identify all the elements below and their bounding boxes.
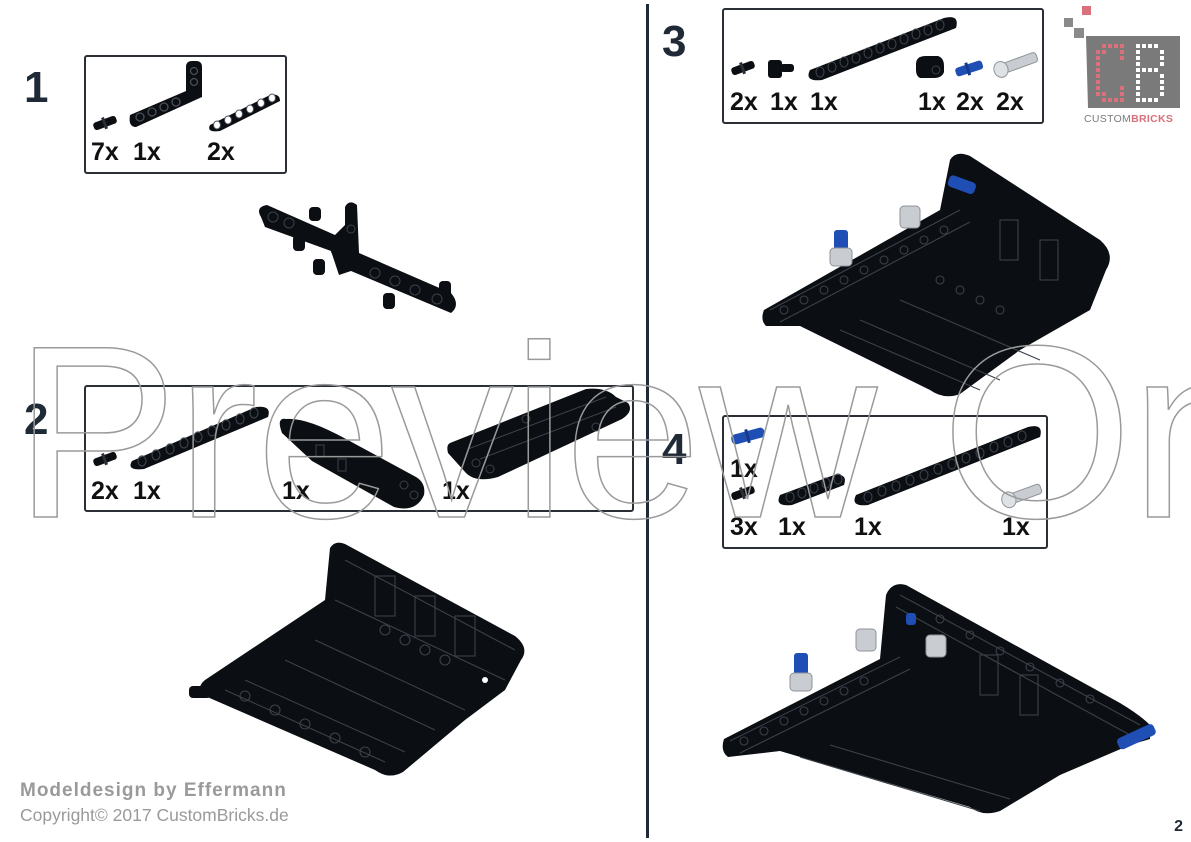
step-3-number: 3 <box>662 17 687 66</box>
frame-black-icon <box>447 388 630 480</box>
step-3-qty-pin-grey: 2x <box>996 88 1024 116</box>
pin-black-icon <box>93 451 117 467</box>
beam-11-black-icon <box>808 17 957 81</box>
step-3-parts-box: 2x 1x 1x 1x 2x 2x <box>722 8 1044 124</box>
step-1-qty-pin: 7x <box>91 138 119 166</box>
step-2-qty-beam: 1x <box>133 477 161 505</box>
step-4-qty-pin: 3x <box>730 513 758 541</box>
page-divider <box>646 4 649 838</box>
copyright-notice: Copyright© 2017 CustomBricks.de <box>20 805 289 825</box>
step-3-qty-cross-block: 1x <box>918 88 946 116</box>
panel-black-icon <box>279 418 425 509</box>
beam-5-black-icon <box>778 473 845 506</box>
modeldesign-credit: Modeldesign by Effermann <box>20 780 287 801</box>
cross-block-black-icon <box>916 56 944 78</box>
step-2-qty-pin: 2x <box>91 477 119 505</box>
step-4-qty-beam-5: 1x <box>778 513 806 541</box>
step-2-qty-panel: 1x <box>282 477 310 505</box>
pin-black-icon <box>731 60 755 76</box>
logo-brand-text: CUSTOMBRICKS <box>1084 113 1173 125</box>
pin-grey-icon <box>1001 483 1043 509</box>
step-3-qty-beam: 1x <box>810 88 838 116</box>
step-2-qty-frame: 1x <box>442 477 470 505</box>
step-4-assembly-model <box>722 584 1156 814</box>
step-1-number: 1 <box>24 63 49 112</box>
logo-brand-suffix: BRICKS <box>1131 113 1174 125</box>
step-1-qty-beam: 2x <box>207 138 235 166</box>
step-2-parts-box: 2x 1x 1x 1x <box>84 385 634 512</box>
page-number: 2 <box>1174 818 1183 835</box>
pin-grey-icon <box>993 52 1039 78</box>
step-1-qty-l-beam: 1x <box>133 138 161 166</box>
custombricks-logo-icon <box>1064 6 1180 108</box>
axle-pin-blue-icon <box>955 60 984 77</box>
step-4-number: 4 <box>662 425 687 474</box>
step-3-assembly-model <box>762 153 1110 397</box>
beam-13-black-icon <box>854 426 1041 506</box>
l-beam-black-icon <box>129 61 202 127</box>
beam-6-black-icon <box>209 93 280 132</box>
step-4-qty-beam-13: 1x <box>854 513 882 541</box>
beam-9-black-icon <box>130 406 269 470</box>
step-3-qty-pin: 2x <box>730 88 758 116</box>
pin-black-icon <box>731 485 755 501</box>
step-2-assembly-model <box>189 542 525 776</box>
connector-black-icon <box>768 60 794 78</box>
step-3-qty-connector: 1x <box>770 88 798 116</box>
pin-black-icon <box>93 115 117 131</box>
logo-brand-prefix: CUSTOM <box>1084 113 1132 125</box>
step-2-number: 2 <box>24 395 49 444</box>
axle-pin-blue-icon <box>731 427 765 445</box>
step-1-assembly-model <box>259 202 456 313</box>
step-4-qty-axle-pin: 1x <box>730 455 758 483</box>
step-1-parts-box: 7x 1x 2x <box>84 55 287 174</box>
step-3-qty-axle-pin: 2x <box>956 88 984 116</box>
step-4-qty-pin-grey: 1x <box>1002 513 1030 541</box>
step-4-parts-box: 1x 3x 1x 1x 1x <box>722 415 1048 549</box>
